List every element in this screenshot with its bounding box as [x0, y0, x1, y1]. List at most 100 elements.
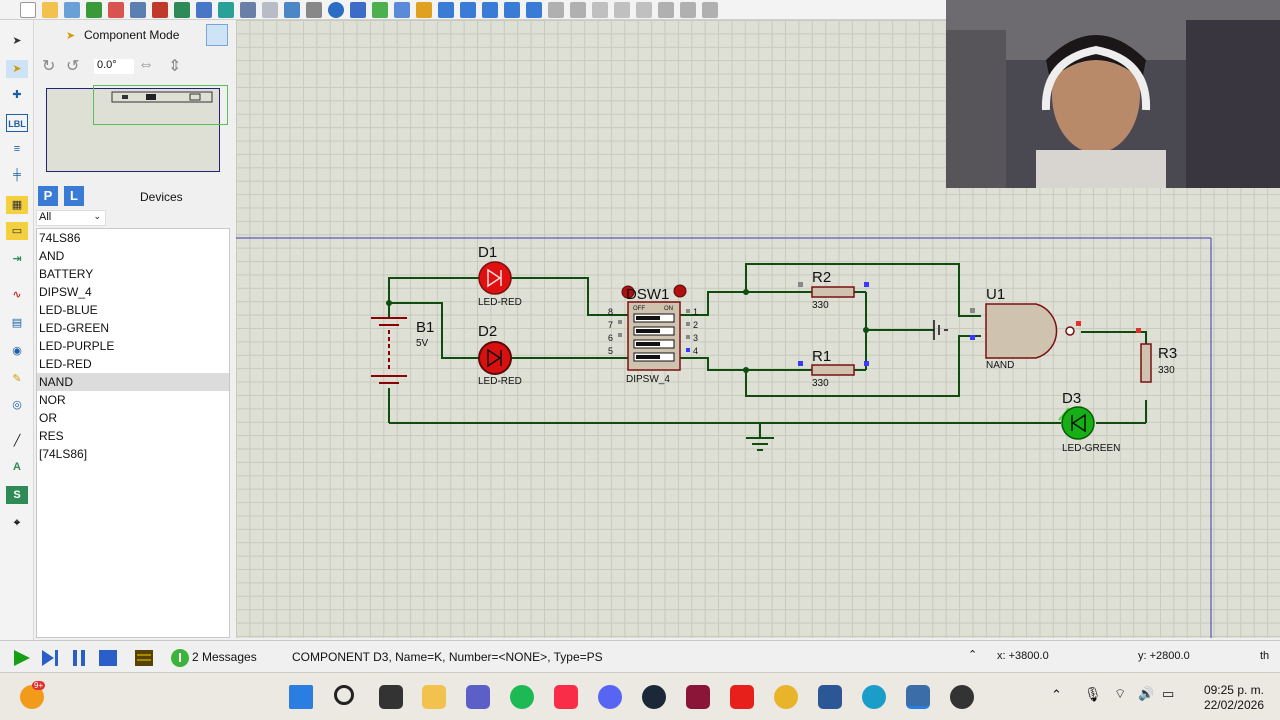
word-icon[interactable]: [818, 685, 842, 709]
junction-icon[interactable]: ✚: [12, 89, 22, 101]
battery-b1[interactable]: B1 5V: [371, 317, 434, 384]
device-item[interactable]: LED-GREEN: [39, 321, 110, 335]
teams-icon[interactable]: [466, 685, 490, 709]
overview-preview[interactable]: [46, 85, 228, 172]
dollar-icon[interactable]: [306, 1, 322, 18]
mirror-horizontal-icon[interactable]: ⇔: [138, 56, 154, 73]
steam-icon[interactable]: [642, 685, 666, 709]
discord-icon[interactable]: [598, 685, 622, 709]
zoom-all-icon[interactable]: [504, 1, 520, 18]
led-d1[interactable]: D1 LED-RED: [478, 244, 522, 308]
device-item[interactable]: DIPSW_4: [39, 285, 92, 299]
undo-icon[interactable]: [548, 1, 564, 18]
app-dark-red-icon[interactable]: [686, 685, 710, 709]
file-explorer-icon[interactable]: [422, 685, 446, 709]
mirror-vertical-icon[interactable]: ⇕: [168, 58, 182, 75]
terminal-icon[interactable]: ▭: [6, 222, 28, 240]
windows-start-icon[interactable]: [289, 685, 313, 709]
device-item[interactable]: AND: [39, 249, 65, 263]
resistor-r1[interactable]: R1 330: [798, 348, 869, 389]
tape-icon[interactable]: ▤: [11, 317, 23, 329]
zoom-in-icon[interactable]: [460, 1, 476, 18]
subcircuit-icon[interactable]: ▦: [6, 196, 28, 214]
rotate-ccw-icon[interactable]: ↺: [66, 58, 80, 75]
grid-icon[interactable]: [394, 1, 410, 18]
back-icon[interactable]: [262, 1, 278, 18]
play-icon[interactable]: [12, 649, 32, 667]
block-copy-icon[interactable]: [658, 1, 674, 18]
obs-icon[interactable]: [950, 685, 974, 709]
probe-icon[interactable]: ✎: [12, 373, 22, 385]
device-item[interactable]: BATTERY: [39, 267, 94, 281]
bom-icon[interactable]: [218, 1, 234, 18]
messages-info-icon[interactable]: [170, 649, 190, 667]
search-icon[interactable]: [334, 685, 354, 705]
text-script-icon[interactable]: ≡: [13, 143, 21, 155]
pcb-icon[interactable]: [174, 1, 190, 18]
save-icon[interactable]: [64, 1, 80, 18]
animation-log-icon[interactable]: [134, 649, 154, 667]
led-d3[interactable]: D3 LED-GREEN: [1058, 390, 1120, 454]
cut-icon[interactable]: [592, 1, 608, 18]
wifi-icon[interactable]: ⌔: [1114, 686, 1127, 701]
pin-icon[interactable]: ⇥: [12, 253, 22, 265]
system-clock[interactable]: 09:25 p. m. 22/02/2026: [1200, 683, 1264, 713]
device-item[interactable]: NAND: [37, 373, 229, 391]
device-item[interactable]: NOR: [39, 393, 66, 407]
bus-icon[interactable]: ╪: [13, 169, 21, 181]
copy-icon[interactable]: [614, 1, 630, 18]
device-item[interactable]: OR: [39, 411, 57, 425]
marker-icon[interactable]: ⌖: [13, 517, 21, 529]
resistor-r3[interactable]: R3 330: [1136, 328, 1177, 383]
rotate-cw-icon[interactable]: ↻: [42, 58, 56, 75]
component-mode-icon[interactable]: ➤: [6, 60, 28, 78]
zoom-area-icon[interactable]: [526, 1, 542, 18]
counter-icon[interactable]: [196, 1, 212, 18]
chrome-icon[interactable]: [774, 685, 798, 709]
redo-icon[interactable]: [570, 1, 586, 18]
task-view-icon[interactable]: [379, 685, 403, 709]
music-icon[interactable]: [554, 685, 578, 709]
pick-devices-button[interactable]: P: [38, 186, 58, 206]
step-icon[interactable]: [40, 649, 60, 667]
text-tool-icon[interactable]: A: [13, 461, 21, 473]
nand-gate-u1[interactable]: U1 NAND: [970, 286, 1081, 371]
spotify-icon[interactable]: [510, 685, 534, 709]
device-item[interactable]: [74LS86]: [39, 447, 88, 461]
device-item[interactable]: LED-BLUE: [39, 303, 98, 317]
led-d2[interactable]: D2 LED-RED: [478, 323, 522, 387]
edge-icon[interactable]: [862, 685, 886, 709]
rotation-field[interactable]: 0.0°: [94, 59, 134, 74]
chevron-up-icon[interactable]: ⌃: [1051, 687, 1062, 702]
device-filter-select[interactable]: All ⌄: [36, 210, 106, 226]
line-icon[interactable]: ╱: [13, 435, 21, 447]
device-item[interactable]: 74LS86: [39, 231, 81, 245]
proteus-icon[interactable]: [906, 685, 930, 709]
selection-mode-icon[interactable]: ➤: [12, 35, 22, 47]
acrobat-icon[interactable]: [730, 685, 754, 709]
pan-icon[interactable]: [438, 1, 454, 18]
zoom-out-icon[interactable]: [482, 1, 498, 18]
stop-icon[interactable]: [98, 649, 118, 667]
help-icon[interactable]: [328, 1, 344, 18]
device-item[interactable]: RES: [39, 429, 64, 443]
open-folder-icon[interactable]: [42, 1, 58, 18]
battery-icon[interactable]: ▭: [1162, 686, 1175, 701]
device-item[interactable]: LED-PURPLE: [39, 339, 115, 353]
origin-icon[interactable]: [416, 1, 432, 18]
chevron-up-icon[interactable]: ⌃: [968, 649, 978, 661]
messages-count[interactable]: 2 Messages: [192, 650, 257, 664]
schematic-icon[interactable]: [130, 1, 146, 18]
resistor-r2[interactable]: R2 330: [798, 269, 869, 311]
wire-label-icon[interactable]: LBL: [6, 114, 28, 132]
block-rotate-icon[interactable]: [702, 1, 718, 18]
home-icon[interactable]: [108, 1, 124, 18]
probe-icon[interactable]: [240, 1, 256, 18]
graph-icon[interactable]: ∿: [12, 289, 22, 301]
import-icon[interactable]: [86, 1, 102, 18]
text-icon[interactable]: [350, 1, 366, 18]
new-file-icon[interactable]: [20, 1, 36, 18]
paste-icon[interactable]: [636, 1, 652, 18]
block-move-icon[interactable]: [680, 1, 696, 18]
device-item[interactable]: LED-RED: [39, 357, 92, 371]
